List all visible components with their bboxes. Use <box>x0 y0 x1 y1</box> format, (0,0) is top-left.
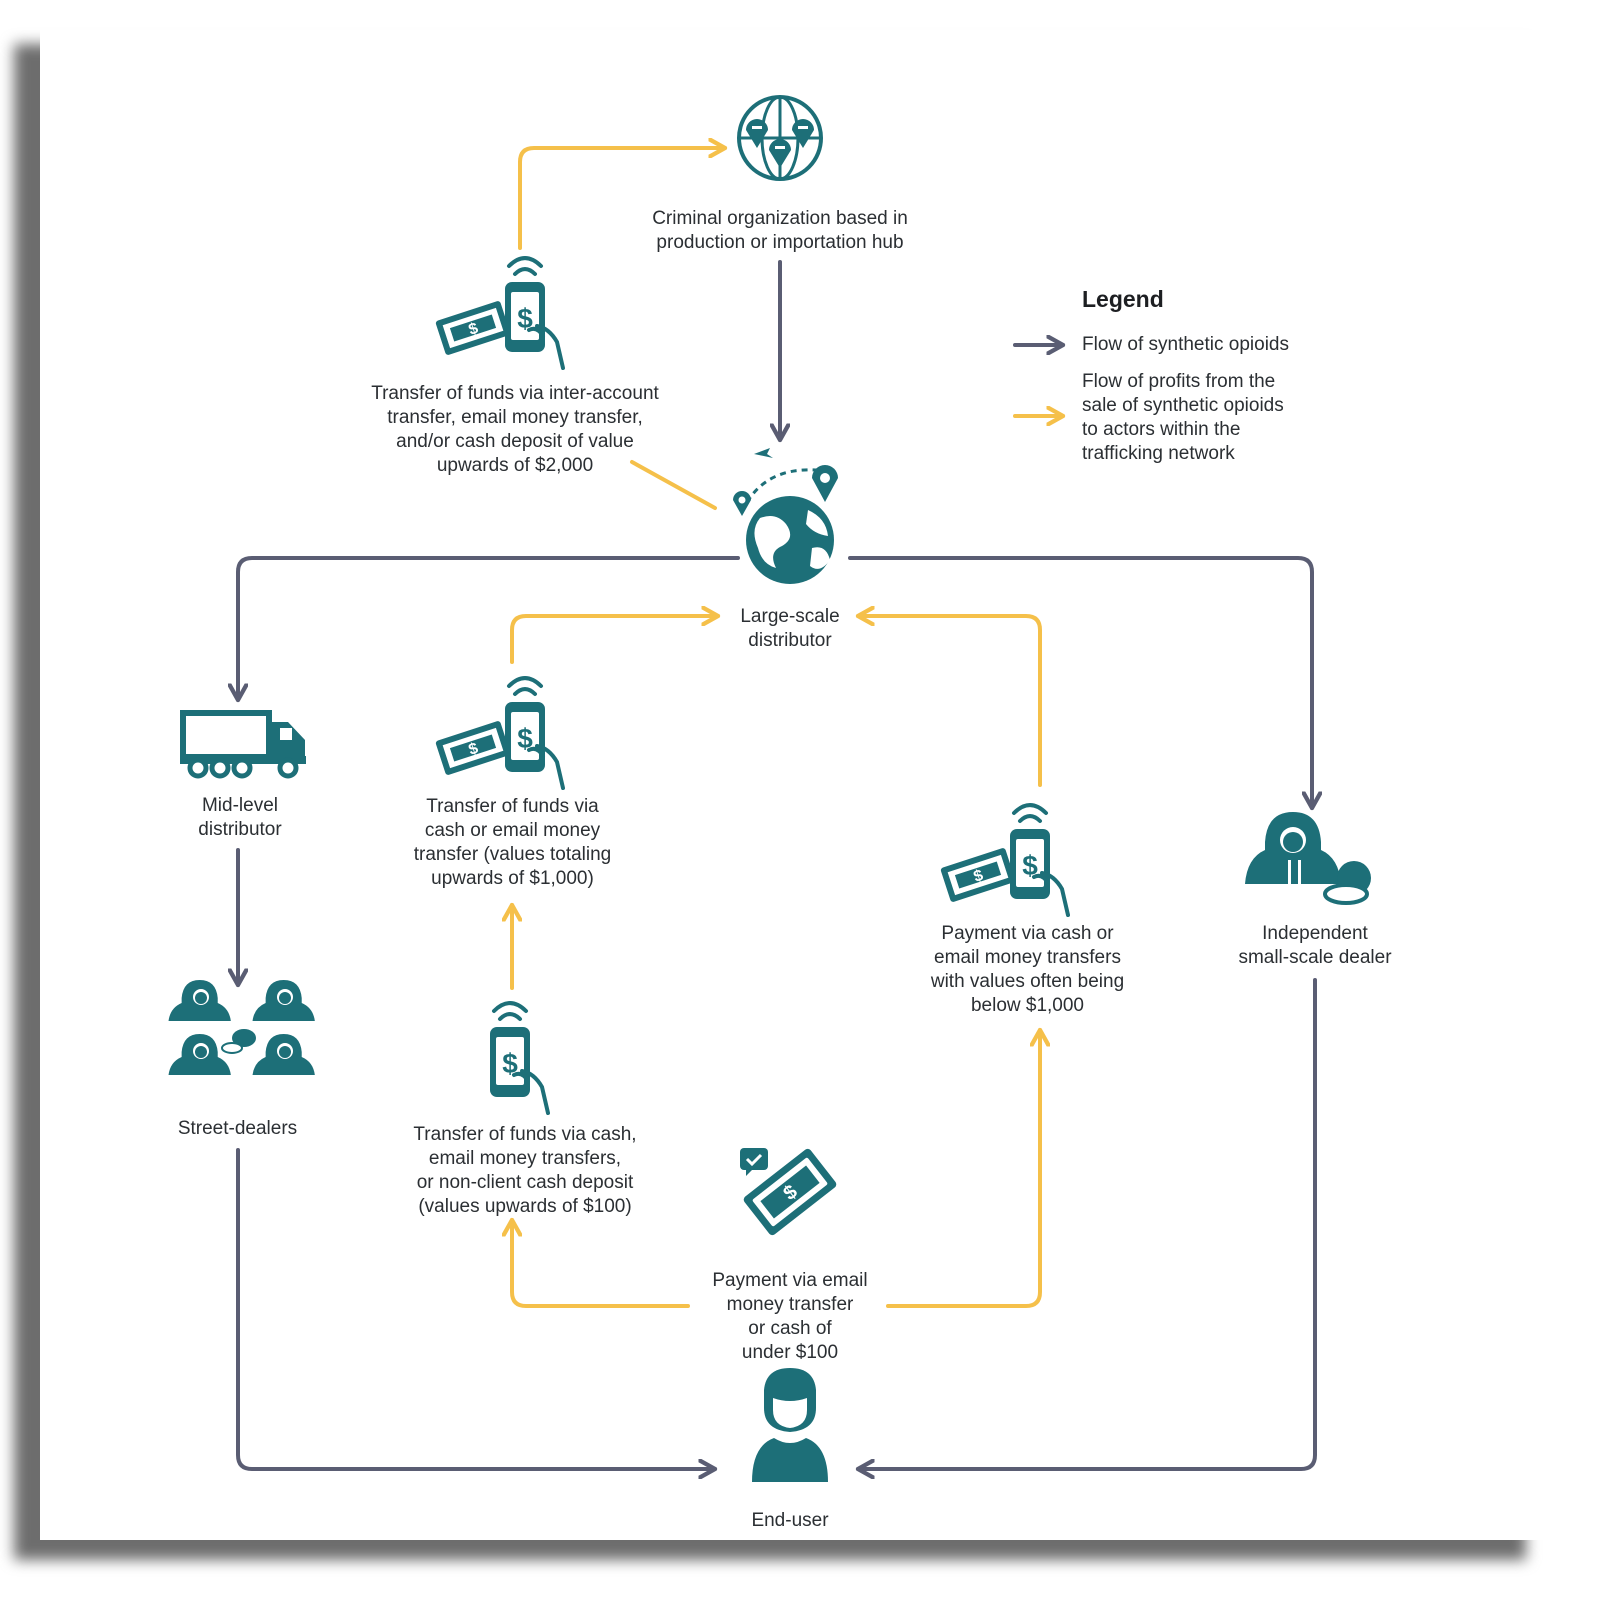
profit-flow-to-criminal-org <box>518 148 725 250</box>
legend-opioid-label: Flow of synthetic opioids <box>1082 334 1289 355</box>
hooded-group-icon <box>168 980 315 1075</box>
opioid-flow-large-to-mid <box>238 556 740 700</box>
legend-profit-label: Flow of profits from the sale of synthet… <box>1082 371 1284 464</box>
profit-flow-mid-to-large <box>510 616 718 664</box>
svg-text:$: $ <box>502 1048 518 1079</box>
transfer-to-org-label: Transfer of funds via inter-account tran… <box>371 383 659 476</box>
independent-dealer-label: Independent small-scale dealer <box>1238 923 1392 968</box>
svg-text:$: $ <box>517 723 533 754</box>
criminal-org-label: Criminal organization based in productio… <box>652 208 908 253</box>
phone-payment-icon-street-to-mid: $ <box>490 1001 550 1115</box>
page <box>40 30 1550 1540</box>
phone-payment-icon-mid-to-large: $$ <box>435 676 565 790</box>
opioid-flow-large-to-independent <box>848 556 1312 808</box>
svg-text:$: $ <box>517 303 533 334</box>
transfer-mid-to-large-label: Transfer of funds via cash or email mone… <box>413 796 612 889</box>
hooded-dealer-icon <box>1245 812 1371 905</box>
svg-text:$: $ <box>1022 850 1038 881</box>
independent-payment-label: Payment via cash or email money transfer… <box>930 923 1125 1016</box>
enduser-payment-label: Payment via email money transfer or cash… <box>712 1270 868 1363</box>
person-icon <box>752 1368 828 1482</box>
transfer-street-to-mid-label: Transfer of funds via cash, email money … <box>413 1124 637 1217</box>
end-user-label: End-user <box>751 1510 829 1531</box>
street-dealers-label: Street-dealers <box>177 1118 298 1139</box>
globe-route-icon <box>733 448 838 584</box>
profit-flow-enduser-to-independent <box>886 1030 1040 1308</box>
large-distributor-label: Large-scale distributor <box>740 606 840 651</box>
cash-check-icon: $ <box>740 1148 837 1236</box>
mid-distributor-label: Mid-level distributor <box>198 795 282 840</box>
profit-flow-large-connector <box>630 460 717 510</box>
phone-payment-icon-to-criminal-org: $$ <box>435 256 565 370</box>
phone-payment-icon-independent-to-large: $$ <box>940 803 1070 917</box>
legend-title: Legend <box>1082 286 1164 312</box>
truck-icon <box>180 710 306 779</box>
opioid-flow-street-to-enduser <box>236 1148 715 1469</box>
globe-criminals-icon <box>737 95 823 181</box>
profit-flow-enduser-to-street <box>512 1220 690 1308</box>
profit-flow-independent-to-large <box>858 616 1042 787</box>
opioid-flow-independent-to-enduser <box>858 978 1317 1469</box>
